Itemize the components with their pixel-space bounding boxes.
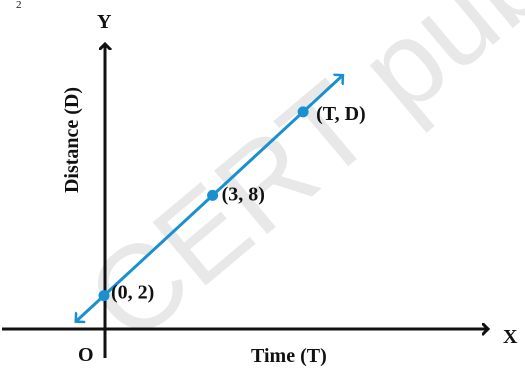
data-point-label: (T, D) [316, 103, 366, 125]
data-point [207, 189, 219, 201]
y-axis-letter: Y [97, 11, 112, 33]
data-point [98, 290, 110, 302]
fragment-text: 2 [16, 0, 22, 11]
data-point-label: (3, 8) [222, 183, 265, 205]
watermark: CERT publishe [62, 0, 525, 367]
data-point [297, 106, 309, 118]
y-axis-label: Distance (D) [61, 87, 83, 193]
data-point-label: (0, 2) [111, 282, 154, 304]
data-layer: (0, 2) (3, 8) (T, D) [76, 75, 366, 321]
watermark-text: CERT publishe [62, 0, 525, 367]
origin-label: O [78, 344, 94, 366]
x-axis-label: Time (T) [251, 345, 327, 367]
x-axis-letter: X [503, 326, 518, 348]
